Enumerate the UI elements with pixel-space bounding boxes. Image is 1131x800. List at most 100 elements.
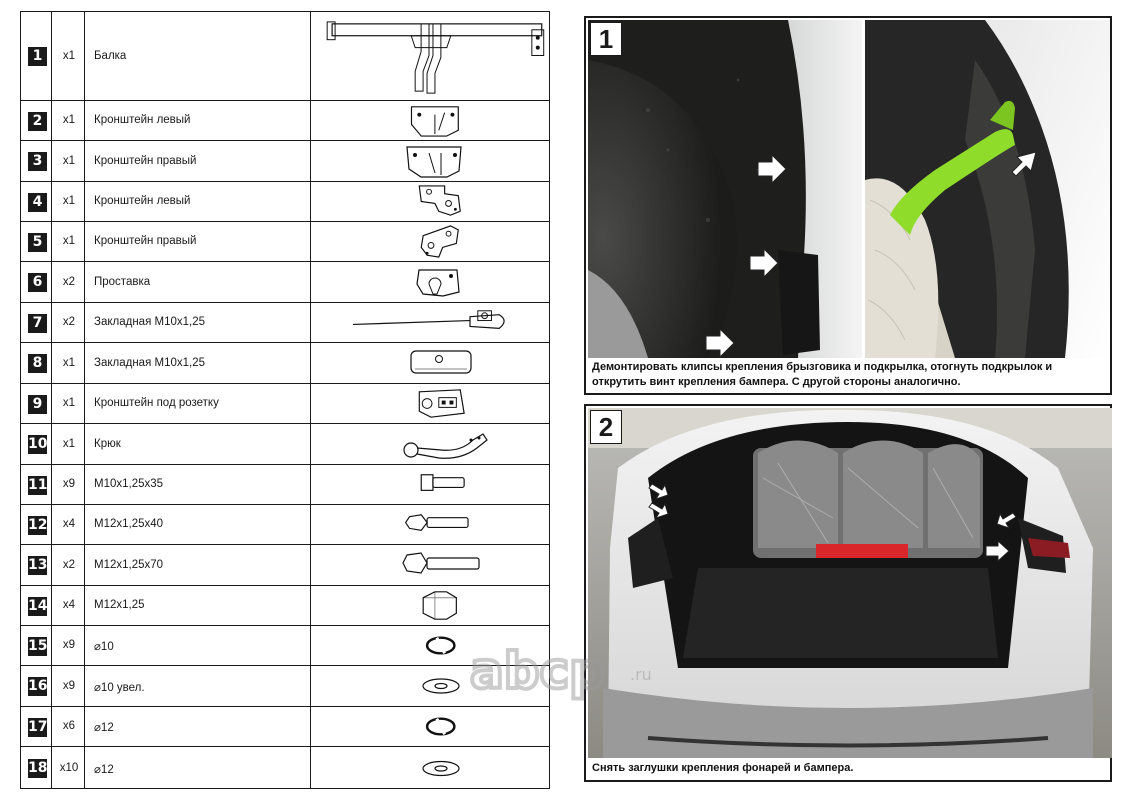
part-name: Кронштейн правый: [94, 154, 197, 167]
svg-text:abcp: abcp: [470, 642, 605, 700]
part-name: M12x1,25x40: [94, 518, 164, 530]
part-quantity: x1: [62, 195, 76, 207]
pointer-arrow-icon: [705, 153, 787, 358]
part-number-badge: 13: [28, 556, 48, 575]
part-name: Закладная M10x1,25: [94, 356, 205, 369]
plate-bracket-right-icon: [311, 222, 550, 261]
part-name: M10x1,25x35: [94, 478, 164, 490]
part-name: Крюк: [94, 437, 121, 450]
part-quantity: x1: [62, 437, 76, 450]
part-name: Кронштейн под розетку: [94, 397, 219, 409]
parts-table-row: 8 x1 Закладная M10x1,25: [21, 343, 549, 384]
spacer-icon: [311, 262, 550, 302]
pointer-arrow-icon: [1011, 151, 1037, 177]
part-number-badge: 17: [28, 717, 48, 737]
parts-table-row: 12 x4 M12x1,25x40: [21, 505, 549, 545]
part-quantity: x2: [62, 558, 76, 571]
step-1-panel: 1: [584, 16, 1112, 395]
step-2-caption: Снять заглушки крепления фонарей и бампе…: [592, 762, 854, 774]
block-insert-nut-icon: [311, 343, 550, 383]
trim-removal-tool-icon: [890, 129, 1015, 235]
parts-table-row: 14 x4 M12x1,25: [21, 586, 549, 626]
parts-table-row: 11 x9 M10x1,25x35: [21, 465, 549, 505]
part-number-badge: 10: [28, 435, 48, 454]
parts-table-row: 13 x2 M12x1,25x70: [21, 545, 549, 586]
part-quantity: x9: [62, 639, 76, 651]
part-name: ⌀12: [94, 763, 114, 776]
part-number-badge: 3: [28, 152, 47, 171]
part-name: ⌀10 увел.: [94, 681, 145, 694]
part-quantity: x4: [62, 599, 76, 611]
part-quantity: x1: [62, 235, 76, 247]
step-1-photo-mudguard: [588, 20, 862, 358]
part-quantity: x1: [62, 397, 76, 409]
part-number-badge: 11: [28, 475, 48, 495]
part-quantity: x1: [62, 154, 76, 167]
step-1-caption: Демонтировать клипсы крепления брызговик…: [592, 361, 1053, 388]
parts-table-row: 6 x2 Проставка: [21, 262, 549, 303]
part-number-badge: 9: [28, 394, 47, 414]
column-divider: [310, 12, 311, 788]
part-name: Закладная M10x1,25: [94, 316, 205, 328]
parts-table-row: 3 x1 Кронштейн правый: [21, 141, 549, 182]
part-quantity: x2: [62, 275, 76, 288]
parts-table-row: 7 x2 Закладная M10x1,25: [21, 303, 549, 343]
step-1-photo-clip-removal: [865, 20, 1110, 358]
part-number-badge: 12: [28, 515, 48, 535]
hex-nut-icon: [311, 586, 550, 625]
bracket-right-icon: [311, 141, 550, 181]
pointer-arrow-icon: [648, 483, 1017, 563]
part-quantity: x2: [62, 316, 76, 328]
part-quantity: x9: [62, 478, 76, 490]
parts-table-row: 18 x10 ⌀12: [21, 747, 549, 790]
part-quantity: x4: [62, 518, 76, 530]
step-2-photo-trunk: [588, 408, 1112, 758]
spring-washer-icon: [311, 626, 550, 665]
part-number-badge: 16: [28, 677, 48, 696]
part-number-badge: 7: [28, 313, 47, 333]
parts-table-row: 10 x1 Крюк: [21, 424, 549, 465]
parts-table-row: 5 x1 Кронштейн правый: [21, 222, 549, 262]
part-name: ⌀10: [94, 641, 114, 653]
part-name: Кронштейн правый: [94, 235, 197, 247]
part-name: Кронштейн левый: [94, 114, 191, 126]
step-number: 1: [590, 22, 622, 56]
parts-table-row: 4 x1 Кронштейн левый: [21, 182, 549, 222]
part-number-badge: 2: [28, 111, 47, 131]
part-number-badge: 4: [28, 192, 47, 212]
part-number-badge: 8: [28, 354, 47, 373]
bolt-short-icon: [311, 465, 550, 504]
parts-table-row: 16 x9 ⌀10 увел.: [21, 666, 549, 707]
part-number-badge: 6: [28, 273, 47, 292]
part-name: Балка: [94, 49, 127, 62]
abcp-watermark-logo: abcp .ru: [468, 640, 685, 710]
bolt-long-icon: [311, 545, 550, 585]
parts-table-row: 15 x9 ⌀10: [21, 626, 549, 666]
part-number-badge: 5: [28, 232, 47, 252]
part-quantity: x1: [62, 356, 76, 369]
part-name: M12x1,25x70: [94, 558, 164, 571]
wire-insert-nut-icon: [311, 303, 550, 342]
flat-washer-icon: [311, 666, 550, 706]
part-quantity: x1: [62, 49, 76, 62]
part-name: Кронштейн левый: [94, 195, 191, 207]
parts-table-row: 1 x1 Балка: [21, 12, 549, 101]
parts-table-row: 9 x1 Кронштейн под розетку: [21, 384, 549, 424]
spring-washer-icon: [311, 707, 550, 746]
tow-beam-icon: [311, 12, 550, 100]
part-number-badge: 15: [28, 636, 48, 656]
socket-bracket-icon: [311, 384, 550, 423]
tow-ball-hook-icon: [311, 424, 550, 464]
part-quantity: x6: [62, 720, 76, 732]
part-name: ⌀12: [94, 722, 114, 734]
plate-bracket-left-icon: [311, 182, 550, 221]
step-number: 2: [590, 410, 622, 444]
part-quantity: x1: [62, 114, 76, 126]
part-quantity: x10: [59, 761, 79, 774]
bracket-left-icon: [311, 101, 550, 140]
parts-table: 1 x1 Балка 2 x1 Кронштейн левый 3 x1 Кро…: [20, 11, 550, 789]
column-divider: [51, 12, 52, 788]
parts-table-row: 17 x6 ⌀12: [21, 707, 549, 747]
part-number-badge: 14: [28, 596, 48, 616]
part-number-badge: 18: [28, 759, 48, 778]
